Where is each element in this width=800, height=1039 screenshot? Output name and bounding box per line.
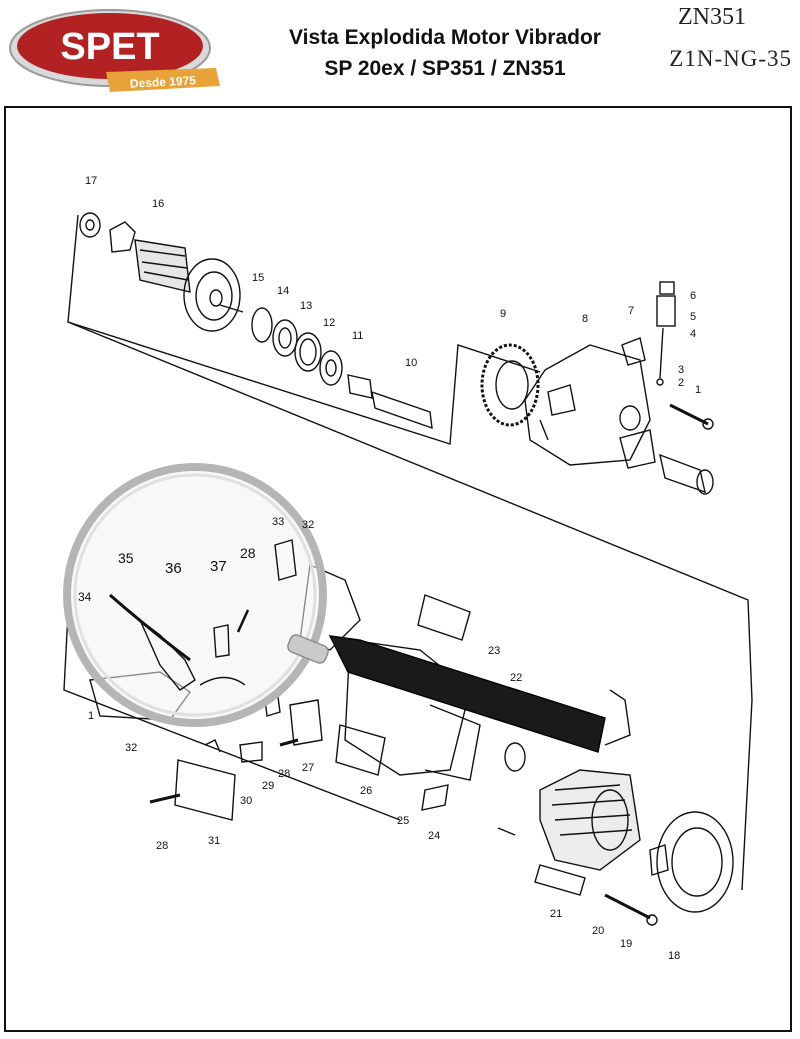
part-10-shaft (371, 390, 433, 430)
spet-logo: SPET Desde 1975 (9, 9, 220, 92)
part-label-15: 15 (252, 272, 265, 284)
part-label-9: 9 (500, 308, 507, 320)
part-25-housing (344, 639, 471, 776)
part-label-5: 5 (690, 311, 697, 323)
part-label-25: 25 (397, 815, 410, 827)
part-label-32-top: 32 (302, 519, 315, 531)
logo-brand: SPET (60, 26, 159, 68)
part-label-21: 21 (550, 908, 563, 920)
part-label-26: 26 (360, 785, 373, 797)
part-6-cap (659, 281, 675, 295)
magnifier-handle (328, 635, 606, 753)
part-30-capacitor (239, 741, 263, 763)
part-label-14: 14 (277, 285, 290, 297)
part-18-end-cap (649, 811, 734, 913)
part-label-11: 11 (352, 330, 364, 342)
part-37-brush (213, 624, 230, 658)
coupler (659, 453, 714, 495)
part-label-12: 12 (323, 317, 336, 329)
part-label-23: 23 (488, 645, 501, 657)
part-label-27: 27 (302, 762, 315, 774)
part-label-37: 37 (210, 558, 227, 575)
part-label-32-lower: 32 (125, 742, 138, 754)
part-15-ring (251, 307, 273, 343)
upper-boundary-line (67, 214, 541, 445)
part-label-8: 8 (582, 313, 589, 325)
part-36-grommet (138, 617, 196, 691)
part-27-switch (289, 699, 323, 746)
part-label-36: 36 (165, 560, 182, 577)
part-35-cable (109, 593, 191, 662)
part-31-cover (174, 759, 236, 821)
part-label-18: 18 (668, 950, 681, 962)
part-11-bushing (347, 374, 373, 399)
magnifying-glass (63, 463, 606, 753)
part-2-clip (656, 378, 664, 386)
header: SPET Desde 1975 Vista Explodida Motor Vi… (0, 0, 800, 105)
divider-line (67, 321, 753, 701)
part-label-24: 24 (428, 830, 441, 842)
part-23-plate (417, 594, 471, 641)
part-label-19: 19 (620, 938, 633, 950)
part-21-insulator (534, 864, 586, 896)
model-code-2: Z1N-NG-35 (669, 46, 792, 71)
diagram-frame (4, 106, 792, 1032)
part-28-screw (149, 793, 181, 804)
part-13-spring (294, 332, 322, 372)
part-label-31: 31 (208, 835, 221, 847)
part-label-28-loupe: 28 (240, 545, 256, 561)
part-label-2: 2 (678, 377, 685, 389)
part-33-holder (274, 539, 297, 581)
part-26-cover-plate (335, 724, 386, 776)
part-label-28-mid: 28 (278, 768, 291, 780)
part-label-16: 16 (152, 198, 165, 210)
part-20-stator (539, 769, 641, 871)
part-label-29: 29 (262, 780, 275, 792)
part-17-bearing (79, 212, 101, 238)
part-label-34: 34 (78, 590, 92, 604)
part-3-pin (659, 327, 664, 379)
part-label-35: 35 (118, 550, 134, 566)
part-label-22: 22 (510, 672, 523, 684)
title-line-1: Vista Explodida Motor Vibrador (289, 26, 601, 49)
title-block: Vista Explodida Motor Vibrador SP 20ex /… (240, 22, 650, 84)
part-label-1-lower: 1 (88, 710, 95, 722)
part-26-cover (424, 704, 481, 781)
logo-tagline: Desde 1975 (130, 73, 197, 90)
part-label-28-bottom: 28 (156, 840, 169, 852)
part-16-armature (109, 221, 244, 332)
part-label-1: 1 (695, 384, 702, 396)
lead-wire (604, 689, 631, 746)
part-12-bearing (319, 350, 343, 386)
part-14-washer (272, 319, 298, 357)
part-label-7: 7 (628, 305, 635, 317)
part-8-gear-housing (524, 344, 656, 469)
part-7-bracket (621, 337, 646, 366)
part-5-holder (656, 295, 676, 327)
part-1-screw (669, 403, 709, 426)
part-24-label (421, 784, 449, 811)
part-label-6: 6 (690, 290, 697, 302)
part-19-screw (604, 893, 651, 920)
title-line-2: SP 20ex / SP351 / ZN351 (324, 57, 566, 80)
part-label-30: 30 (240, 795, 253, 807)
part-9-gear (480, 343, 540, 427)
part-label-10: 10 (405, 357, 418, 369)
part-label-20: 20 (592, 925, 605, 937)
part-label-4: 4 (690, 328, 697, 340)
model-code-1: ZN351 (678, 4, 746, 30)
part-label-33: 33 (272, 516, 285, 528)
part-label-13: 13 (300, 300, 313, 312)
part-label-3: 3 (678, 364, 685, 376)
part-label-17: 17 (85, 175, 98, 187)
part-22-bushing (504, 742, 526, 772)
